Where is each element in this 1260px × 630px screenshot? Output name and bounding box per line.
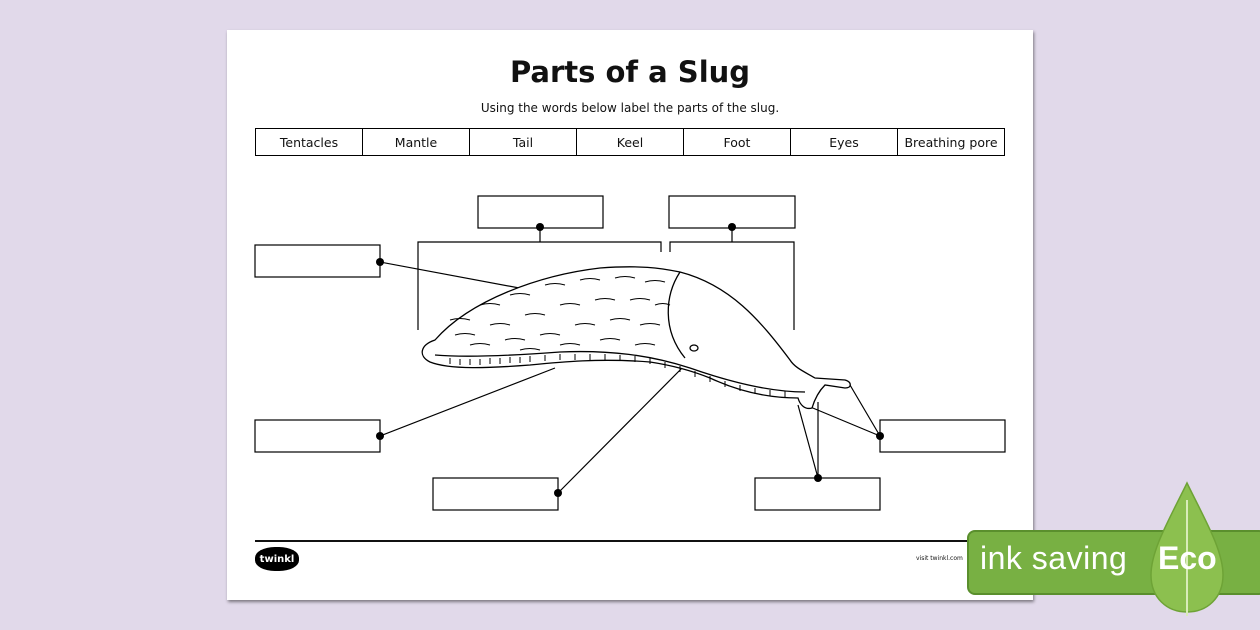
eco-label: Eco: [1158, 540, 1217, 576]
page-title: Parts of a Slug: [509, 55, 751, 89]
word-eyes: Eyes: [791, 129, 898, 155]
word-foot: Foot: [684, 129, 791, 155]
word-keel: Keel: [577, 129, 684, 155]
label-box[interactable]: [254, 244, 381, 278]
leaf-icon: [1150, 481, 1224, 616]
slug-illustration: [421, 266, 851, 410]
word-tentacles: Tentacles: [256, 129, 363, 155]
footer-divider: [255, 540, 1005, 542]
visit-link: visit twinkl.com: [916, 555, 963, 562]
word-breathing-pore: Breathing pore: [904, 134, 998, 150]
word-tail: Tail: [470, 129, 577, 155]
label-box[interactable]: [254, 419, 381, 453]
word-bank: Tentacles Mantle Tail Keel Foot Eyes Bre…: [255, 128, 1005, 156]
label-box[interactable]: [668, 195, 796, 229]
label-box[interactable]: [879, 419, 1006, 453]
logo-text: twinkl: [259, 553, 295, 565]
label-box[interactable]: [432, 477, 559, 511]
pointer-dots: [376, 223, 884, 497]
instructions: Using the words below label the parts of…: [480, 101, 780, 115]
label-box[interactable]: [477, 195, 604, 229]
pointer-lines: [379, 261, 881, 494]
twinkl-logo: twinkl: [255, 547, 299, 571]
label-box[interactable]: [754, 477, 881, 511]
word-mantle: Mantle: [363, 129, 470, 155]
ink-saving-text: ink saving: [980, 540, 1128, 576]
